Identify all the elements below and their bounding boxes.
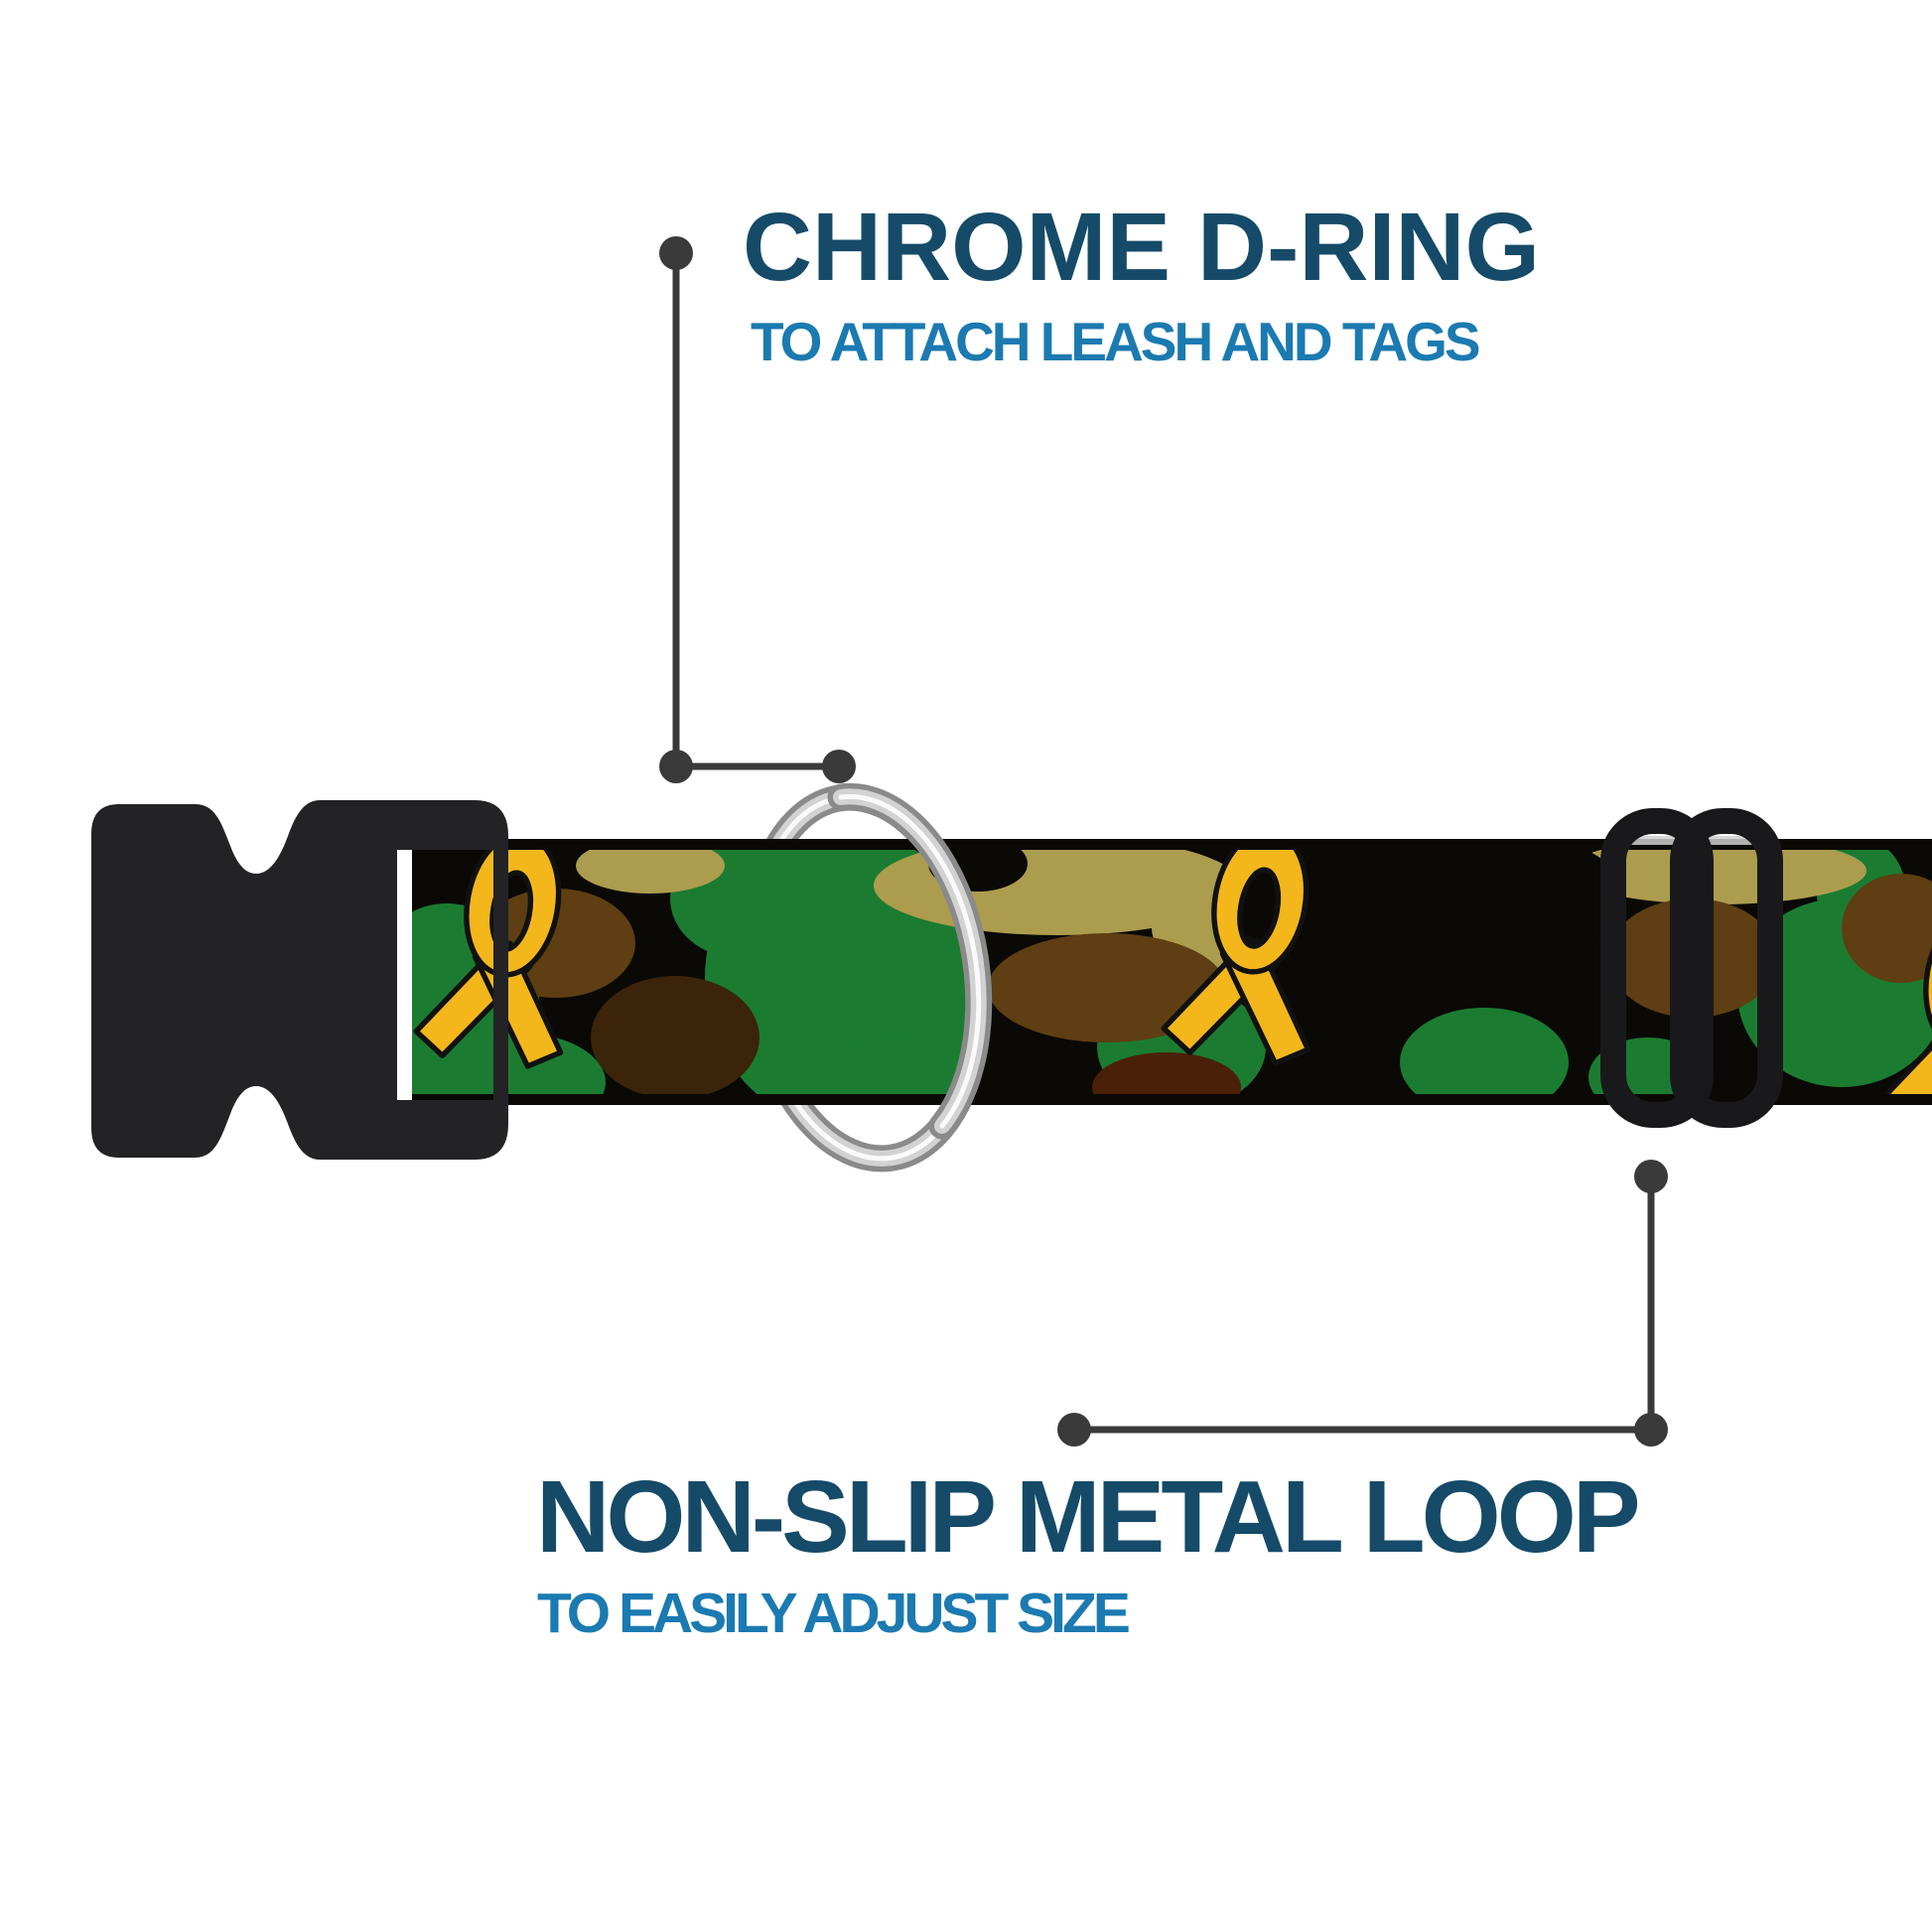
camo-webbing [412, 839, 1932, 1105]
bottom-callout-line [1057, 1160, 1668, 1447]
top-callout-line [659, 236, 856, 783]
side-release-buckle [91, 800, 508, 1160]
slider-highlight [1622, 836, 1684, 845]
bottom-callout-title: NON-SLIP METAL LOOP [536, 1459, 1641, 1574]
chrome-d-ring [827, 782, 993, 1140]
bottom-callout-subtitle: TO EASILY ADJUST SIZE [537, 1582, 1131, 1645]
top-callout-title: CHROME D-RING [743, 193, 1540, 301]
top-callout-subtitle: TO ATTACH LEASH AND TAGS [751, 311, 1481, 372]
metal-loop-slider [1600, 808, 1783, 1128]
slider-highlight [1694, 836, 1755, 845]
